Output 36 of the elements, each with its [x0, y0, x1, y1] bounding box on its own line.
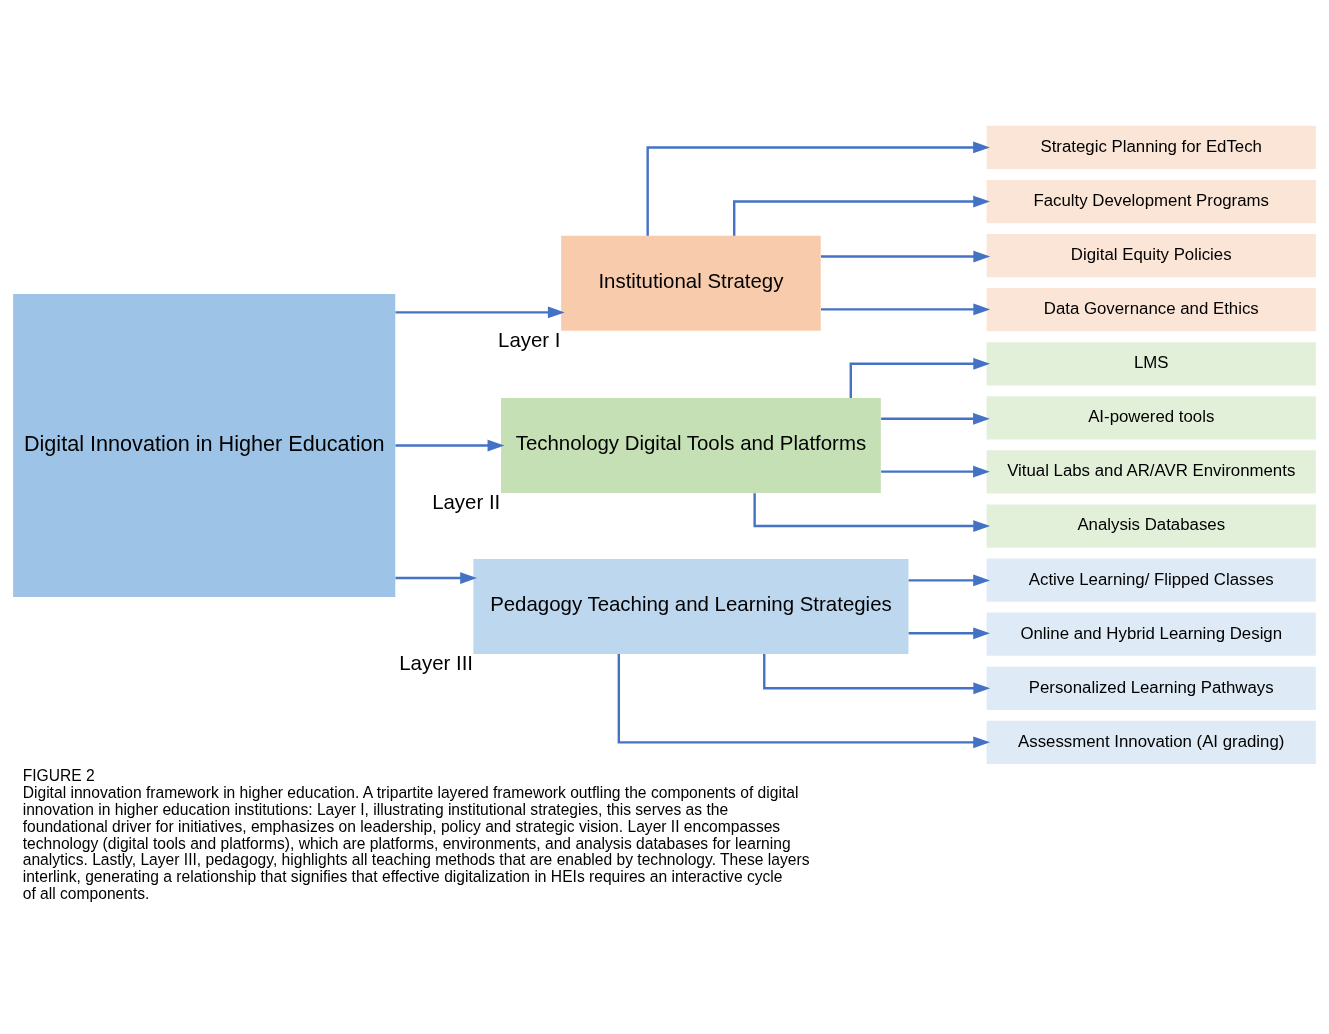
arrow — [881, 465, 990, 478]
node-box: Technology Digital Tools and Platforms — [501, 398, 881, 493]
node-box: Pedagogy Teaching and Learning Strategies — [473, 559, 909, 654]
arrow — [908, 574, 991, 587]
arrow — [617, 654, 991, 749]
caption: Digital innovation framework in higher education. A tripartite layered framework outfling the components of digital innovation in higher education institutions: Layer I, illustrating institutional strategies, this serves as the foundational driver for initiatives, emphasizes on leadership, policy and strategic vision. Layer II encompasses technology (digital tools and platforms), which are platforms, environments, and analysis databases for learning analytics. Lastly, Layer III, pedagogy, highlights all teaching methods that are enabled by technology. These layers interlink, generating a relationship that signifies that effective digitalization in HEIs requires an interactive cycle of all components. — [22, 784, 810, 903]
arrow — [908, 627, 991, 640]
arrow — [646, 141, 990, 236]
arrow — [763, 654, 991, 695]
node-box: Online and Hybrid Learning Design — [986, 612, 1316, 656]
arrow — [753, 493, 991, 532]
node-box: Assessment Innovation (AI grading) — [986, 720, 1316, 764]
node-box: Strategic Planning for EdTech — [986, 125, 1316, 170]
node-box: Analysis Databases — [986, 504, 1316, 548]
node-label: Layer II — [432, 491, 501, 514]
arrow — [395, 439, 505, 452]
arrow — [881, 412, 990, 425]
node-box: LMS — [986, 342, 1316, 386]
node-box: AI-powered tools — [986, 396, 1316, 440]
node-box: Active Learning/ Flipped Classes — [986, 558, 1316, 602]
node-box: Data Governance and Ethics — [986, 288, 1316, 332]
diagram-title: FIGURE 2 — [22, 767, 95, 785]
node-box: Personalized Learning Pathways — [986, 666, 1316, 710]
arrow — [821, 303, 991, 316]
node-box: Digital Innovation in Higher Education — [13, 294, 396, 597]
arrow — [821, 250, 991, 263]
node-label: Layer III — [399, 652, 474, 675]
arrow — [733, 195, 991, 236]
arrow — [395, 306, 565, 319]
node-box: Institutional Strategy — [561, 235, 821, 331]
node-box: Vitual Labs and AR/AVR Environments — [986, 450, 1316, 494]
node-box: Faculty Development Programs — [986, 179, 1316, 224]
node-label: Layer I — [498, 329, 561, 352]
node-box: Digital Equity Policies — [986, 233, 1316, 278]
arrow — [849, 357, 991, 398]
arrow — [395, 572, 478, 584]
